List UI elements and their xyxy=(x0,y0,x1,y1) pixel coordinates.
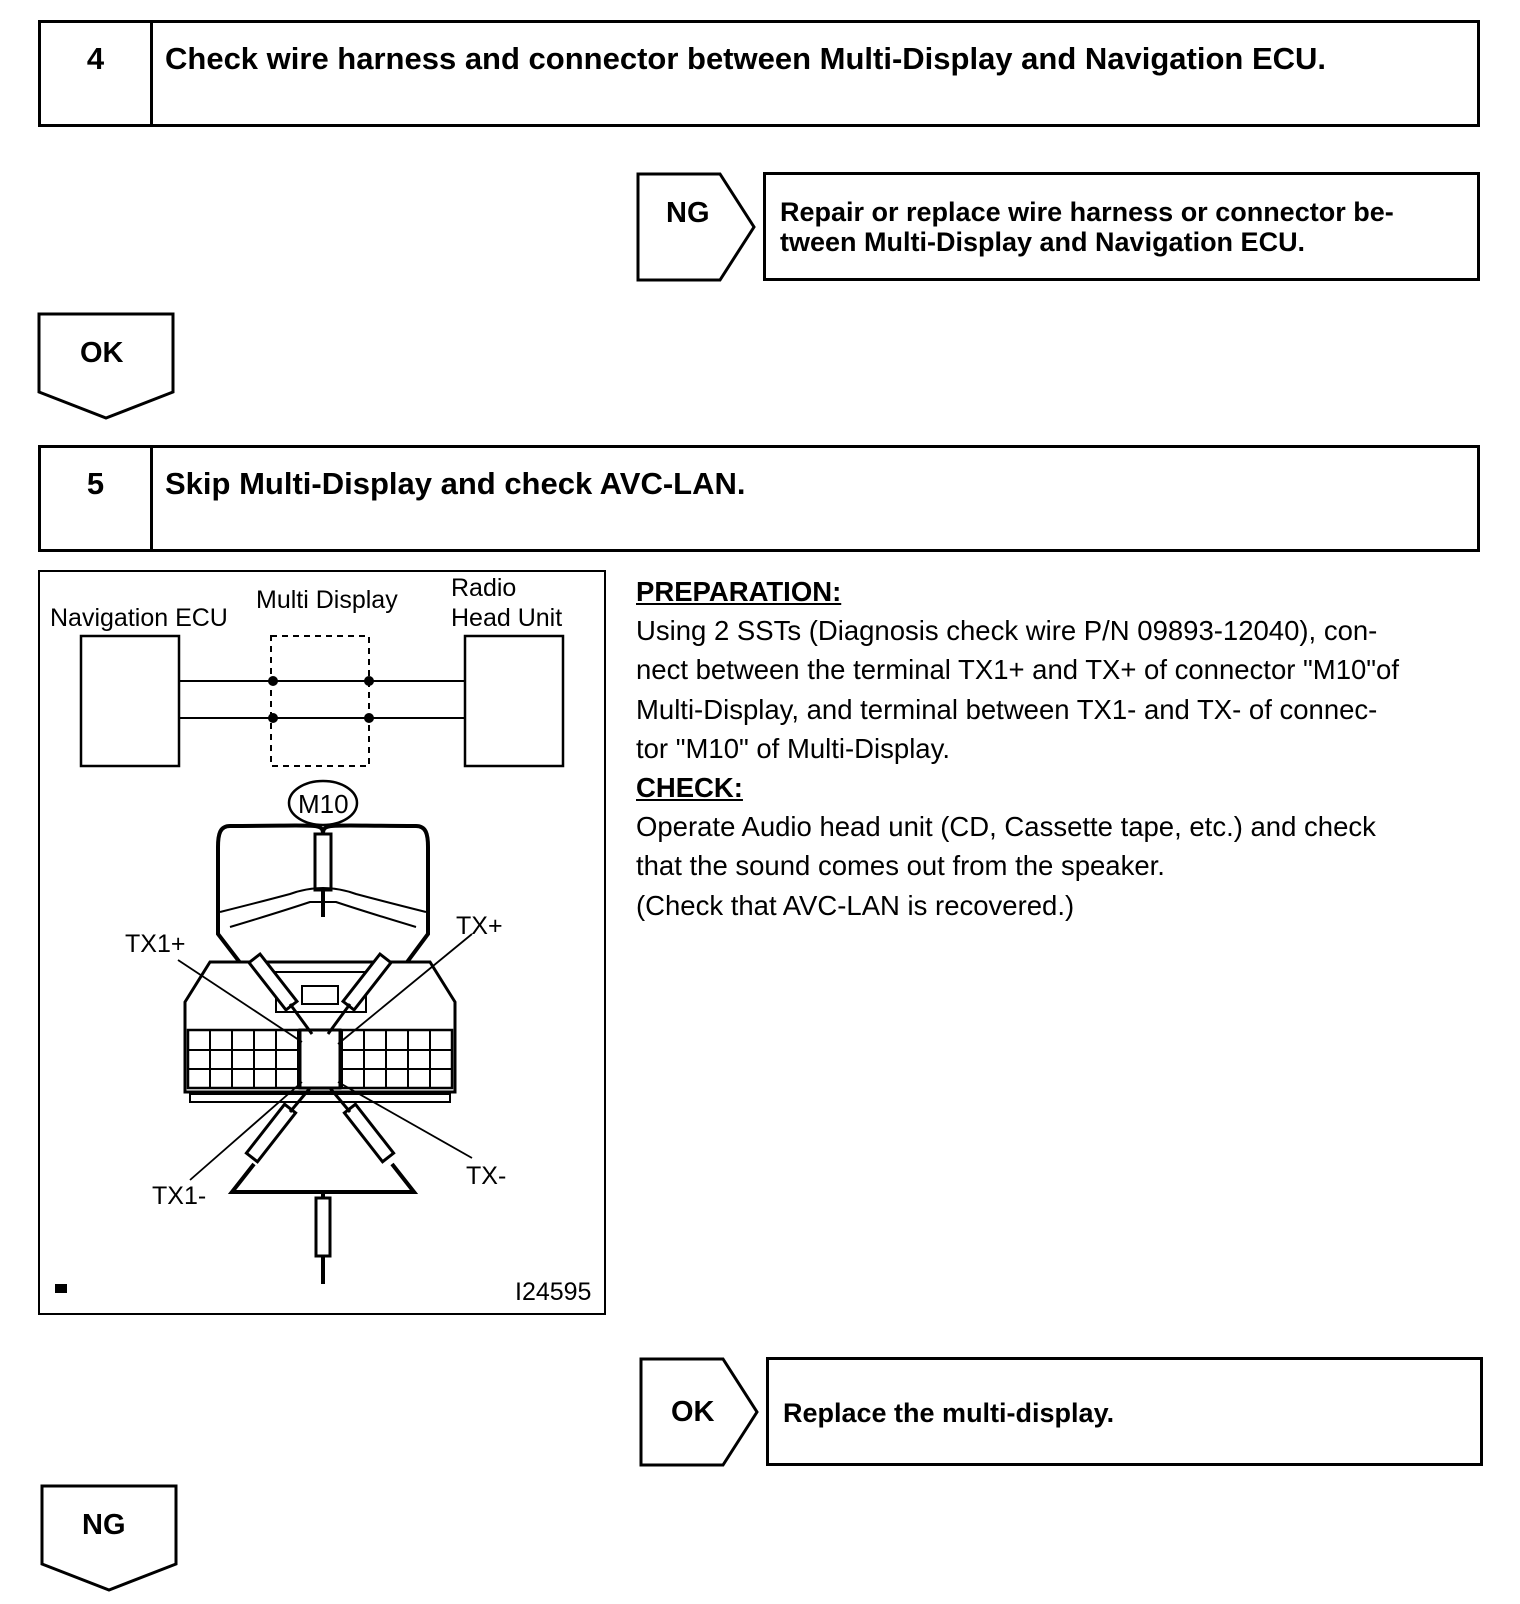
step4-number: 4 xyxy=(41,23,153,124)
step5-number: 5 xyxy=(41,448,153,549)
label-navigation-ecu: Navigation ECU xyxy=(50,604,228,632)
step5-ok-action-box: Replace the multi-display. xyxy=(766,1357,1483,1466)
step5-ng-label: NG xyxy=(82,1509,126,1541)
label-radio-line1: Radio xyxy=(451,574,517,602)
navigation-ecu-block xyxy=(79,634,181,768)
step5-header: 5 Skip Multi-Display and check AVC-LAN. xyxy=(38,445,1480,552)
label-tx1-minus: TX1- xyxy=(152,1182,207,1210)
step4-ng-label: NG xyxy=(666,197,710,229)
step5-ok-action: Replace the multi-display. xyxy=(783,1398,1115,1428)
step4-ng-arrow-shape xyxy=(636,172,756,282)
step4-ok-label: OK xyxy=(80,337,124,369)
step5-ok-arrow-shape xyxy=(639,1357,759,1467)
wiring-diagram: Navigation ECU Multi Display Radio Head … xyxy=(38,570,606,1315)
label-connector-m10: M10 xyxy=(298,789,349,819)
step4-ok-arrow-shape xyxy=(37,312,175,420)
preparation-text: Using 2 SSTs (Diagnosis check wire P/N 0… xyxy=(636,615,1399,764)
label-multi-display: Multi Display xyxy=(256,586,398,614)
diagram-drawing xyxy=(55,634,565,1293)
multi-display-block xyxy=(270,635,370,767)
step4-ng-action-box: Repair or replace wire harness or connec… xyxy=(763,172,1480,281)
preparation-heading: PREPARATION: xyxy=(636,576,842,607)
step4-title: Check wire harness and connector between… xyxy=(165,41,1327,76)
label-radio-line2: Head Unit xyxy=(451,604,563,632)
step4-header: 4 Check wire harness and connector betwe… xyxy=(38,20,1480,127)
label-tx1-plus: TX1+ xyxy=(125,930,186,958)
step4-ng-action-line1: Repair or replace wire harness or connec… xyxy=(780,197,1394,227)
figure-id: I24595 xyxy=(515,1278,592,1306)
step5-ok-label: OK xyxy=(671,1396,715,1428)
label-tx-minus: TX- xyxy=(466,1162,507,1190)
check-heading: CHECK: xyxy=(636,772,743,804)
label-tx-plus: TX+ xyxy=(456,912,503,940)
step5-title: Skip Multi-Display and check AVC-LAN. xyxy=(165,466,746,501)
step4-ng-action-line2: tween Multi-Display and Navigation ECU. xyxy=(780,227,1306,257)
check-text: Operate Audio head unit (CD, Cassette ta… xyxy=(636,811,1376,921)
radio-head-unit-block xyxy=(463,634,565,768)
logo-mark-icon xyxy=(55,1284,67,1293)
instructions: PREPARATION: Using 2 SSTs (Diagnosis che… xyxy=(636,572,1476,925)
step5-ng-arrow-shape xyxy=(40,1484,178,1592)
